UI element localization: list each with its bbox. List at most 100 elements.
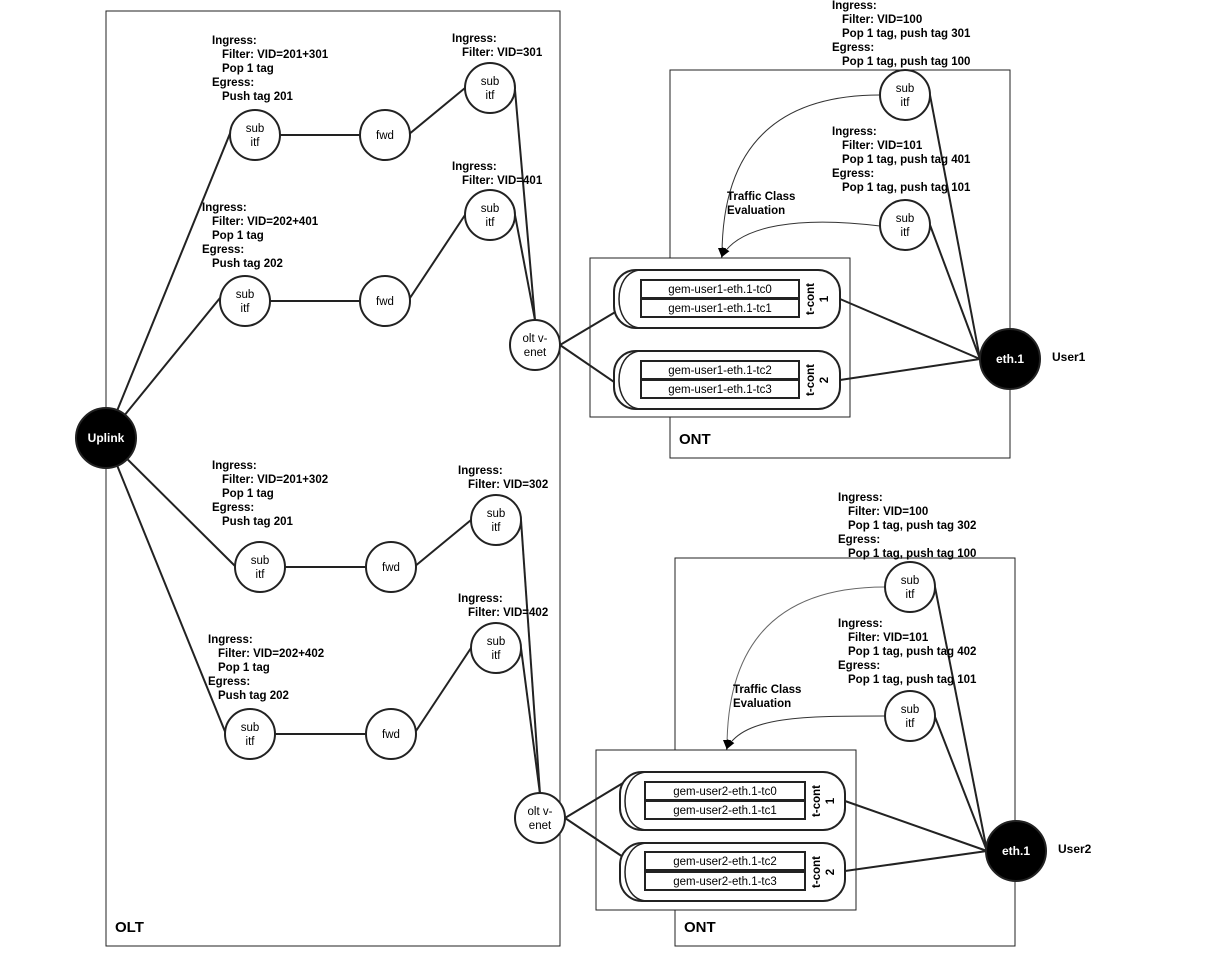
svg-text:Uplink: Uplink: [88, 431, 125, 445]
svg-text:Egress:: Egress:: [838, 660, 880, 672]
svg-text:Filter: VID=100: Filter: VID=100: [842, 14, 922, 26]
svg-text:Pop 1 tag, push tag 100: Pop 1 tag, push tag 100: [842, 56, 970, 68]
svg-text:Egress:: Egress:: [838, 534, 880, 546]
vlan-rule-annotation: Ingress: Filter: VID=201+301 Pop 1 tag E…: [212, 35, 329, 103]
sub-itf-node[interactable]: sub itf: [884, 561, 936, 613]
svg-text:Filter: VID=101: Filter: VID=101: [848, 632, 929, 644]
svg-text:itf: itf: [256, 569, 266, 581]
sub-itf-node[interactable]: sub itf: [879, 199, 931, 251]
svg-text:Pop 1 tag: Pop 1 tag: [222, 63, 274, 75]
olt-venet-node[interactable]: olt v- enet: [514, 792, 566, 844]
fwd-node[interactable]: fwd: [365, 541, 417, 593]
svg-text:Filter: VID=201+302: Filter: VID=201+302: [222, 474, 328, 486]
vlan-rule-annotation: Ingress: Filter: VID=301: [452, 33, 543, 59]
svg-text:sub: sub: [896, 213, 915, 225]
fwd-node[interactable]: fwd: [359, 109, 411, 161]
sub-itf-node[interactable]: sub itf: [229, 109, 281, 161]
svg-text:Pop 1 tag, push tag 100: Pop 1 tag, push tag 100: [848, 548, 976, 560]
svg-text:Egress:: Egress:: [202, 244, 244, 256]
vlan-rule-annotation: Ingress: Filter: VID=100 Pop 1 tag, push…: [838, 492, 976, 560]
vlan-rule-annotation: Ingress: Filter: VID=302: [458, 465, 548, 491]
svg-text:sub: sub: [236, 289, 255, 301]
gem-port[interactable]: [644, 851, 806, 871]
gem-port[interactable]: [644, 871, 806, 891]
svg-text:Traffic Class: Traffic Class: [727, 191, 795, 203]
svg-text:itf: itf: [901, 97, 911, 109]
tcont-group-user1-1: gem-user1-eth.1-tc0 gem-user1-eth.1-tc1 …: [613, 269, 841, 329]
vlan-rule-annotation: Ingress: Filter: VID=201+302 Pop 1 tag E…: [212, 460, 328, 528]
gem-port[interactable]: [640, 298, 800, 318]
sub-itf-node[interactable]: sub itf: [470, 622, 522, 674]
svg-text:Traffic Class: Traffic Class: [733, 684, 801, 696]
svg-text:Pop 1 tag, push tag 101: Pop 1 tag, push tag 101: [848, 674, 977, 686]
vlan-rule-annotation: Ingress: Filter: VID=101 Pop 1 tag, push…: [832, 126, 971, 194]
svg-text:itf: itf: [906, 589, 916, 601]
svg-text:fwd: fwd: [376, 130, 394, 142]
gem-port[interactable]: [644, 800, 806, 820]
traffic-class-curve: [726, 715, 886, 750]
fwd-node[interactable]: fwd: [359, 275, 411, 327]
gem-port[interactable]: [640, 379, 800, 399]
sub-itf-node[interactable]: sub itf: [234, 541, 286, 593]
svg-text:Pop 1 tag: Pop 1 tag: [218, 662, 270, 674]
vlan-rule-annotation: Ingress: Filter: VID=101 Pop 1 tag, push…: [838, 618, 977, 686]
fwd-node[interactable]: fwd: [365, 708, 417, 760]
svg-text:itf: itf: [901, 227, 911, 239]
svg-text:Push tag 202: Push tag 202: [212, 258, 283, 270]
user-label: User1: [1052, 350, 1086, 364]
svg-text:sub: sub: [901, 575, 920, 587]
sub-itf-node[interactable]: sub itf: [879, 69, 931, 121]
sub-itf-node[interactable]: sub itf: [219, 275, 271, 327]
sub-itf-node[interactable]: sub itf: [470, 494, 522, 546]
tcont-number: 1: [825, 797, 837, 804]
ont2-title: ONT: [684, 919, 716, 936]
svg-text:olt v-: olt v-: [523, 333, 548, 345]
svg-text:Evaluation: Evaluation: [727, 205, 785, 217]
svg-text:fwd: fwd: [382, 729, 400, 741]
svg-text:Ingress:: Ingress:: [202, 202, 247, 214]
svg-text:sub: sub: [241, 722, 260, 734]
sub-itf-node[interactable]: sub itf: [464, 189, 516, 241]
sub-itf-node[interactable]: sub itf: [224, 708, 276, 760]
svg-text:enet: enet: [529, 820, 552, 832]
svg-text:Ingress:: Ingress:: [452, 33, 497, 45]
svg-text:Push tag 201: Push tag 201: [222, 516, 294, 528]
svg-text:Pop 1 tag: Pop 1 tag: [222, 488, 274, 500]
svg-text:Ingress:: Ingress:: [458, 465, 503, 477]
svg-text:Ingress:: Ingress:: [838, 492, 883, 504]
svg-text:Filter: VID=301: Filter: VID=301: [462, 47, 543, 59]
eth-node[interactable]: eth.1: [979, 328, 1041, 390]
sub-itf-node[interactable]: sub itf: [884, 690, 936, 742]
svg-text:sub: sub: [481, 203, 500, 215]
svg-text:itf: itf: [241, 303, 251, 315]
svg-text:sub: sub: [901, 704, 920, 716]
svg-text:Ingress:: Ingress:: [212, 460, 257, 472]
svg-text:Pop 1 tag, push tag 101: Pop 1 tag, push tag 101: [842, 182, 971, 194]
svg-text:Pop 1 tag, push tag 401: Pop 1 tag, push tag 401: [842, 154, 971, 166]
tcont-group-user2-1: gem-user2-eth.1-tc0 gem-user2-eth.1-tc1 …: [619, 771, 846, 831]
sub-itf-node[interactable]: sub itf: [464, 62, 516, 114]
svg-text:Filter: VID=100: Filter: VID=100: [848, 506, 928, 518]
tcont-group-user1-2: gem-user1-eth.1-tc2 gem-user1-eth.1-tc3 …: [613, 350, 841, 410]
svg-text:itf: itf: [486, 217, 496, 229]
svg-text:Filter: VID=201+301: Filter: VID=201+301: [222, 49, 329, 61]
svg-text:Ingress:: Ingress:: [458, 593, 503, 605]
svg-text:Pop 1 tag, push tag 402: Pop 1 tag, push tag 402: [848, 646, 976, 658]
svg-text:Ingress:: Ingress:: [832, 0, 877, 12]
svg-text:Pop 1 tag, push tag 301: Pop 1 tag, push tag 301: [842, 28, 971, 40]
olt-title: OLT: [115, 919, 144, 936]
svg-text:Egress:: Egress:: [832, 42, 874, 54]
eth-node[interactable]: eth.1: [985, 820, 1047, 882]
uplink-node[interactable]: Uplink: [75, 407, 137, 469]
svg-text:Filter: VID=202+402: Filter: VID=202+402: [218, 648, 324, 660]
svg-text:Filter: VID=302: Filter: VID=302: [468, 479, 548, 491]
traffic-class-curve: [718, 94, 881, 258]
svg-text:olt v-: olt v-: [528, 806, 553, 818]
olt-venet-node[interactable]: olt v- enet: [509, 319, 561, 371]
svg-text:gem-user2-eth.1-tc2: gem-user2-eth.1-tc2: [673, 856, 777, 868]
svg-text:Ingress:: Ingress:: [838, 618, 883, 630]
svg-text:Egress:: Egress:: [208, 676, 250, 688]
traffic-class-curve: [723, 586, 886, 750]
tcont-group-user2-2: gem-user2-eth.1-tc2 gem-user2-eth.1-tc3 …: [619, 842, 846, 902]
